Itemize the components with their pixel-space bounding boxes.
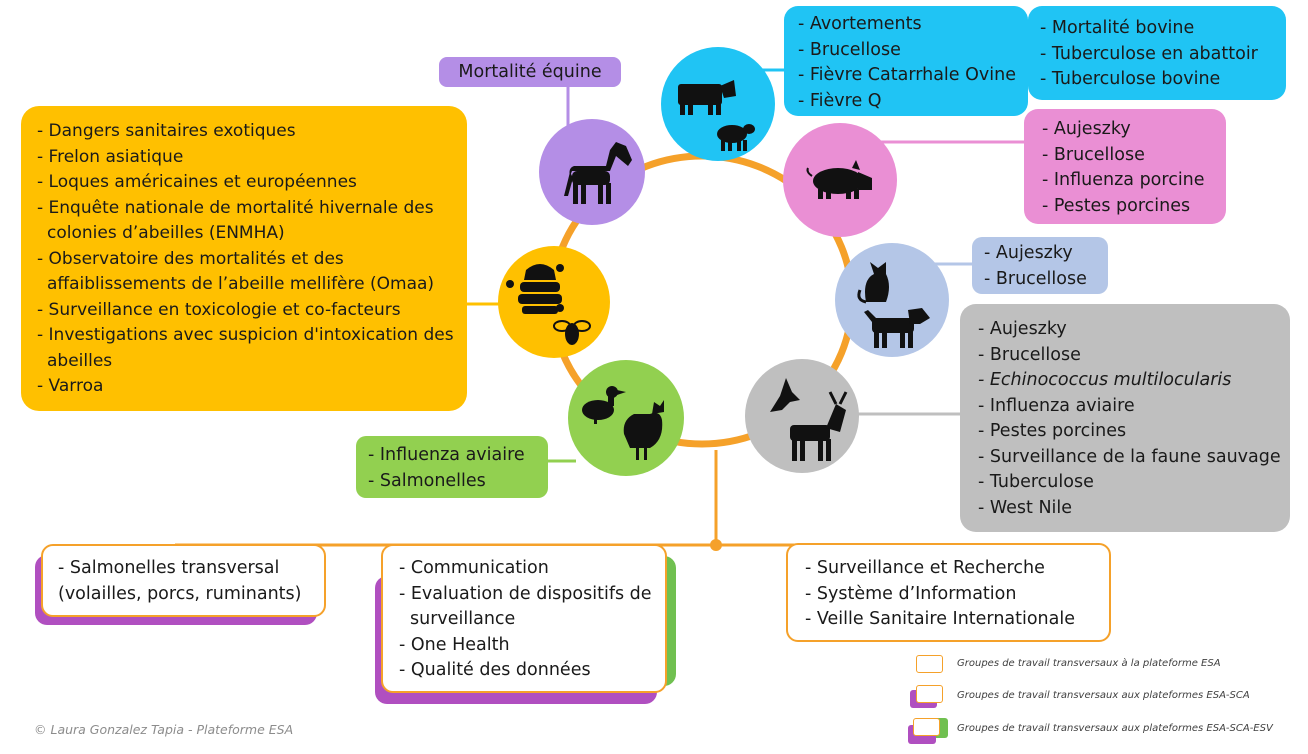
bovine-list-2: - Mortalité bovine - Tuberculose en abat…	[1028, 6, 1286, 100]
apiculture-item: - Loques américaines et européennes	[37, 172, 357, 192]
apiculture-item: - Frelon asiatique	[37, 146, 184, 167]
porcine-item: - Brucellose	[1042, 144, 1145, 165]
credit-text: © Laura Gonzalez Tapia - Plateforme ESA	[34, 722, 294, 737]
transversal-esv-item: surveillance	[410, 609, 516, 629]
apiculture-item: - Investigations avec suspicion d'intoxi…	[37, 325, 454, 345]
wildlife-item: - Pestes porcines	[978, 421, 1127, 441]
cat-icon	[857, 262, 889, 304]
bovine-item: - Mortalité bovine	[1040, 18, 1195, 38]
sheep-icon	[717, 124, 755, 151]
apiculture-item: - Surveillance en toxicologie et co-fact…	[37, 299, 401, 320]
porcine-item: - Influenza porcine	[1042, 170, 1205, 190]
equine-label: Mortalité équine	[439, 57, 621, 87]
apiculture-item: - Varroa	[37, 376, 104, 396]
transversal-esv-item: - Evaluation de dispositifs de	[399, 583, 652, 604]
porcine-item: - Pestes porcines	[1042, 195, 1191, 216]
bovine-item: - Avortements	[798, 14, 922, 34]
transversal-esv-box: - Communication - Evaluation de disposit…	[381, 544, 667, 693]
carnivore-list: - Aujeszky - Brucellose	[972, 237, 1108, 294]
legend-label-esv: Groupes de travail transversaux aux plat…	[957, 723, 1273, 734]
transversal-sca-box: - Salmonelles transversal (volailles, po…	[41, 544, 326, 617]
avian-list: - Influenza aviaire - Salmonelles	[356, 436, 548, 498]
transversal-node	[710, 539, 722, 551]
porcine-item: - Aujeszky	[1042, 119, 1131, 139]
carnivore-item: - Brucellose	[984, 268, 1087, 289]
bee-icon	[553, 320, 591, 345]
legend-label-esa: Groupes de travail transversaux à la pla…	[957, 658, 1221, 669]
transversal-esa-box: - Surveillance et Recherche - Système d’…	[786, 543, 1111, 642]
bovine-item: - Tuberculose bovine	[1040, 69, 1221, 89]
transversal-esv-item: - Qualité des données	[399, 660, 591, 680]
bovine-item: - Brucellose	[798, 39, 901, 60]
avian-circle	[568, 360, 684, 476]
horse-icon	[564, 142, 632, 204]
apiculture-item: - Enquête nationale de mortalité hiverna…	[37, 197, 434, 218]
dog-icon	[864, 308, 930, 348]
wildlife-item: - Aujeszky	[978, 319, 1067, 339]
bovine-item: - Fièvre Catarrhale Ovine	[798, 65, 1016, 85]
wildlife-item: - Surveillance de la faune sauvage	[978, 446, 1281, 467]
bovine-item: - Tuberculose en abattoir	[1040, 43, 1258, 64]
transversal-sca-item: (volailles, porcs, ruminants)	[58, 583, 302, 604]
apiculture-item: abeilles	[47, 350, 113, 371]
bovine-list-1: - Avortements - Brucellose - Fièvre Cata…	[784, 6, 1028, 116]
apiculture-item: - Observatoire des mortalités et des	[37, 248, 344, 269]
wildlife-item: - West Nile	[978, 497, 1073, 518]
avian-item: - Salmonelles	[368, 470, 486, 491]
transversal-esv-item: - Communication	[399, 558, 549, 578]
carnivore-circle	[835, 243, 949, 357]
legend-label-sca: Groupes de travail transversaux aux plat…	[957, 690, 1250, 701]
apiculture-item: affaiblissements de l’abeille mellifère …	[47, 274, 435, 294]
transversal-sca-item: - Salmonelles transversal	[58, 558, 280, 578]
wildlife-item: - Tuberculose	[978, 472, 1094, 492]
bird-icon	[770, 378, 800, 412]
antelope-icon	[790, 391, 848, 461]
equine-title: Mortalité équine	[458, 62, 602, 82]
duck-icon	[582, 386, 626, 424]
apiculture-item: colonies d’abeilles (ENMHA)	[47, 223, 285, 243]
wildlife-item: - Echinococcus multilocularis	[978, 370, 1232, 390]
pig-icon	[806, 160, 872, 199]
transversal-esa-item: - Système d’Information	[805, 583, 1017, 604]
wildlife-item: - Brucellose	[978, 344, 1081, 365]
legend-swatch-esv	[913, 718, 940, 736]
wildlife-item: - Influenza aviaire	[978, 395, 1135, 416]
beehive-icon	[506, 264, 564, 314]
carnivore-item: - Aujeszky	[984, 243, 1073, 263]
transversal-esa-item: - Surveillance et Recherche	[805, 558, 1045, 578]
apiculture-list: - Dangers sanitaires exotiques - Frelon …	[21, 106, 467, 411]
apiculture-item: - Dangers sanitaires exotiques	[37, 121, 296, 141]
bovine-item: - Fièvre Q	[798, 90, 882, 111]
transversal-esa-item: - Veille Sanitaire Internationale	[805, 609, 1076, 629]
porcine-list: - Aujeszky - Brucellose - Influenza porc…	[1024, 109, 1226, 224]
legend-swatch-esa	[916, 655, 943, 673]
rooster-icon	[623, 400, 664, 460]
legend-swatch-sca	[916, 685, 943, 703]
transversal-esv-item: - One Health	[399, 634, 510, 655]
avian-item: - Influenza aviaire	[368, 445, 525, 465]
wildlife-list: - Aujeszky - Brucellose - Echinococcus m…	[960, 304, 1290, 532]
cow-icon	[678, 80, 736, 115]
